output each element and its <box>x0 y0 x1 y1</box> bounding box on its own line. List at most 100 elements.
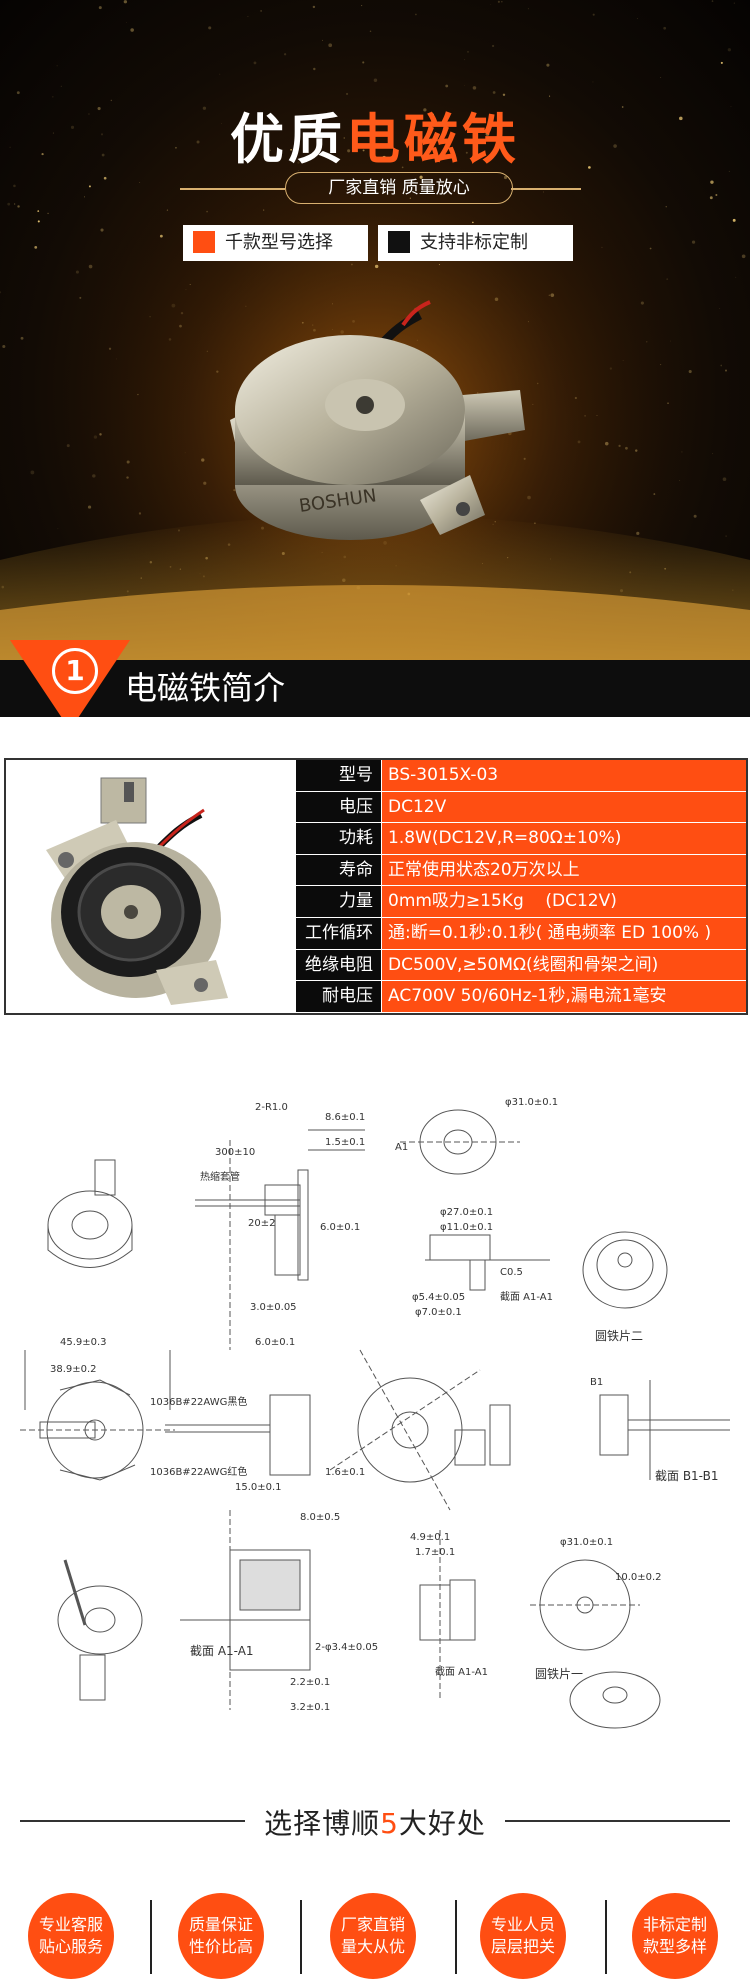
hero-subtitle: 厂家直销 质量放心 <box>285 172 513 204</box>
star-dot <box>502 93 506 96</box>
star-dot <box>34 245 38 249</box>
star-dot <box>60 85 62 87</box>
star-dot <box>52 132 54 134</box>
star-dot <box>390 133 392 135</box>
star-dot <box>185 289 187 291</box>
star-dot <box>137 393 139 396</box>
star-dot <box>269 149 271 152</box>
star-dot <box>103 176 107 180</box>
star-dot <box>660 77 662 79</box>
star-dot <box>253 61 257 65</box>
star-dot <box>485 132 490 136</box>
star-dot <box>297 161 300 164</box>
star-dot <box>202 106 207 110</box>
star-dot <box>116 358 118 360</box>
star-dot <box>465 151 468 154</box>
star-dot <box>536 382 539 385</box>
feature-item-custom: 支持非标定制 <box>378 225 573 261</box>
benefits-title-pre: 选择博顺 <box>264 1807 381 1840</box>
star-dot <box>110 99 113 102</box>
starfield-background <box>0 0 750 717</box>
drawing-label: 1.5±0.1 <box>325 1137 365 1148</box>
drawing-label: φ31.0±0.1 <box>560 1537 613 1548</box>
star-dot <box>290 148 292 151</box>
spec-key: 型号 <box>296 760 382 791</box>
star-dot <box>472 86 477 90</box>
star-dot <box>138 512 142 515</box>
benefit-line: 量大从优 <box>340 1937 405 1956</box>
star-dot <box>667 402 669 405</box>
drawing-label: 2-φ3.4±0.05 <box>315 1642 378 1653</box>
drawing-label: 1036B#22AWG黑色 <box>150 1395 247 1408</box>
star-dot <box>221 122 222 124</box>
star-dot <box>311 324 314 326</box>
drawing-label: φ31.0±0.1 <box>505 1097 558 1108</box>
star-dot <box>688 369 692 374</box>
star-dot <box>369 30 372 32</box>
star-dot <box>37 210 40 212</box>
benefit-line: 款型多样 <box>642 1937 707 1956</box>
star-dot <box>312 5 316 9</box>
drawing-label: 截面 A1-A1 <box>190 1644 254 1658</box>
star-dot <box>523 457 526 460</box>
star-dot <box>87 505 92 509</box>
drawing-label: 2-R1.0 <box>255 1102 288 1113</box>
orange-square-icon <box>193 230 215 253</box>
feature-item-models: 千款型号选择 <box>183 225 368 261</box>
star-dot <box>93 435 98 439</box>
benefit-badge: 专业人员层层把关 <box>480 1893 566 1979</box>
star-dot <box>693 514 697 518</box>
benefits-title-post: 大好处 <box>398 1807 486 1840</box>
star-dot <box>467 50 469 53</box>
spec-value: 正常使用状态20万次以上 <box>382 854 746 886</box>
star-dot <box>660 364 662 366</box>
benefit-badge: 专业客服贴心服务 <box>28 1893 114 1979</box>
spec-key: 功耗 <box>296 823 382 854</box>
spec-key: 耐电压 <box>296 981 382 1012</box>
star-dot <box>345 92 349 96</box>
star-dot <box>108 347 112 350</box>
star-dot <box>548 294 550 296</box>
star-dot <box>47 212 49 215</box>
star-dot <box>574 396 577 400</box>
drawing-label: 2.2±0.1 <box>290 1677 330 1688</box>
star-dot <box>196 140 200 144</box>
star-dot <box>596 415 598 416</box>
drawing-label: 8.0±0.5 <box>300 1512 340 1523</box>
star-dot <box>171 303 176 308</box>
drawing-label: 3.0±0.05 <box>250 1302 297 1313</box>
star-dot <box>732 218 736 222</box>
star-dot <box>362 61 365 64</box>
star-dot <box>70 125 75 129</box>
benefits-badges: 专业客服贴心服务 质量保证性价比高 厂家直销量大从优 专业人员层层把关 非标定制… <box>0 1890 750 1980</box>
star-dot <box>328 43 333 48</box>
star-dot <box>301 321 304 324</box>
star-dot <box>352 319 355 323</box>
spec-value: 0mm吸力≥15Kg (DC12V) <box>382 886 746 917</box>
star-dot <box>464 59 466 61</box>
spec-value: BS-3015X-03 <box>382 760 746 791</box>
star-dot <box>415 13 417 16</box>
benefit-line: 层层把关 <box>490 1937 555 1956</box>
star-dot <box>712 453 714 455</box>
star-dot <box>470 140 474 144</box>
hero-title: 优质电磁铁 <box>0 95 750 174</box>
star-dot <box>189 284 191 285</box>
star-dot <box>741 254 746 259</box>
star-dot <box>321 39 323 41</box>
star-dot <box>491 44 495 48</box>
star-dot <box>588 166 591 169</box>
spec-value: 1.8W(DC12V,R=80Ω±10%) <box>382 823 746 854</box>
star-dot <box>382 155 386 160</box>
star-dot <box>501 1 503 3</box>
hero-subtitle-wrap: 厂家直销 质量放心 <box>0 168 750 208</box>
product-photo-solenoid: BOSHUN <box>230 300 525 540</box>
star-dot <box>159 234 163 238</box>
star-dot <box>126 476 129 479</box>
star-dot <box>730 106 732 108</box>
spec-key: 寿命 <box>296 854 382 886</box>
star-dot <box>666 278 669 280</box>
spec-key: 绝缘电阻 <box>296 949 382 981</box>
star-dot <box>260 10 262 12</box>
